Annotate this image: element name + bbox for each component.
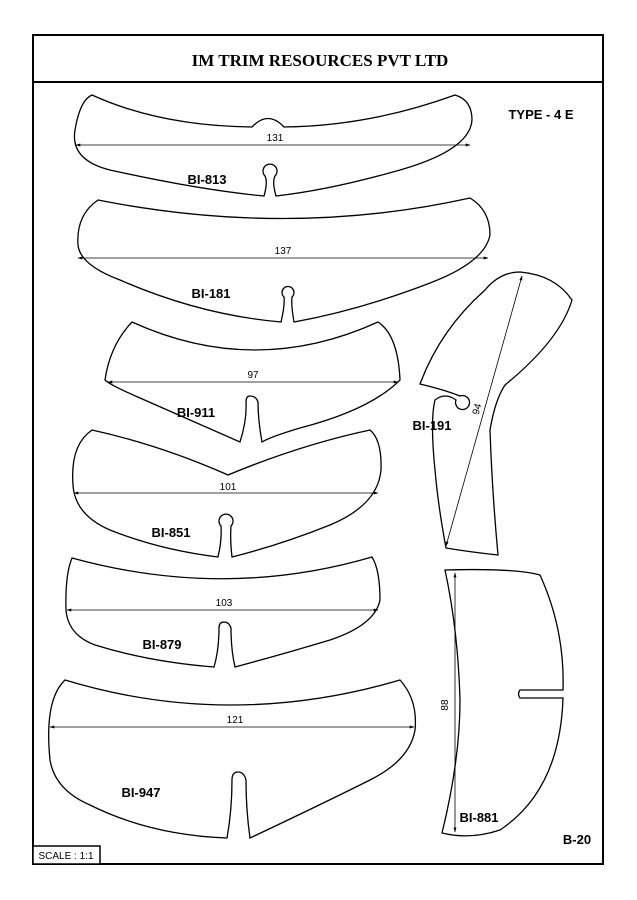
part-outline — [419, 271, 573, 556]
dimension-value: 131 — [267, 133, 284, 144]
part-outline — [77, 197, 491, 323]
part-bi-911: 97 BI-911 — [104, 321, 401, 444]
scale-label: SCALE : 1:1 — [38, 851, 93, 862]
part-outline — [104, 321, 401, 444]
part-bi-181: 137 BI-181 — [77, 197, 491, 323]
part-outline — [73, 94, 473, 197]
part-outline — [65, 556, 381, 668]
part-bi-851: 101 BI-851 — [71, 429, 382, 558]
part-code: BI-181 — [191, 286, 230, 301]
part-bi-191: 94 BI-191 — [412, 271, 573, 556]
part-code: BI-881 — [459, 810, 498, 825]
part-code: BI-879 — [142, 637, 181, 652]
part-code: BI-947 — [121, 785, 160, 800]
part-bi-813: 131 BI-813 — [73, 94, 473, 197]
part-code: BI-191 — [412, 418, 451, 433]
part-bi-879: 103 BI-879 — [65, 556, 381, 668]
type-label: TYPE - 4 E — [508, 107, 573, 122]
sheet-border — [32, 34, 604, 865]
part-code: BI-813 — [187, 172, 226, 187]
part-code: BI-851 — [151, 525, 190, 540]
part-outline — [48, 679, 417, 839]
dimension-value: 103 — [216, 598, 233, 609]
dimension-line — [445, 275, 523, 547]
part-bi-947: 121 BI-947 — [48, 679, 417, 839]
scale-box — [32, 845, 101, 865]
part-bi-881: 88 BI-881 — [440, 568, 564, 837]
dimension-value: 121 — [227, 715, 244, 726]
dimension-value: 94 — [471, 402, 485, 416]
part-code: BI-911 — [177, 405, 215, 420]
company-title: IM TRIM RESOURCES PVT LTD — [192, 51, 449, 70]
dimension-value: 88 — [440, 699, 451, 711]
sheet-code: B-20 — [563, 832, 591, 847]
part-outline — [441, 568, 564, 837]
part-outline — [71, 429, 382, 558]
dimension-value: 97 — [247, 370, 259, 381]
dimension-value: 101 — [220, 482, 237, 493]
dimension-value: 137 — [275, 246, 292, 257]
